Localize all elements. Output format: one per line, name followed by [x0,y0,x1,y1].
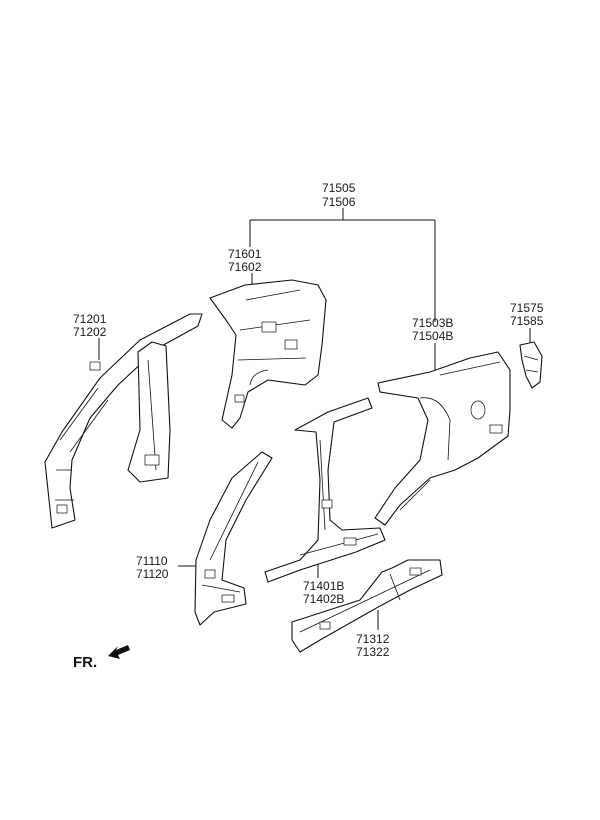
part-number-71201: 71201 [73,312,107,326]
part-number-71575: 71575 [510,301,544,315]
part-number-71506: 71506 [322,195,356,209]
part-number-71312: 71312 [356,632,390,646]
part-number-71505: 71505 [322,181,356,195]
part-71110-front-pillar [194,451,273,626]
front-direction-indicator: FR. [73,645,130,671]
part-number-71602: 71602 [228,260,262,274]
part-71601-inner-quarter [209,279,327,429]
part-71401b-center-pillar [264,397,386,583]
part-number-71585: 71585 [510,314,544,328]
part-number-71503b: 71503B [412,316,453,330]
front-direction-label: FR. [73,654,97,671]
part-71312-side-sill [291,559,443,653]
part-number-71402b: 71402B [303,592,344,606]
front-arrow-icon [108,645,130,659]
part-number-71110: 71110 [136,554,168,568]
part-number-71504b: 71504B [412,329,453,343]
part-number-71401b: 71401B [303,579,344,593]
part-number-71601: 71601 [228,247,262,261]
part-number-71202: 71202 [73,325,107,339]
part-number-71120: 71120 [136,567,169,581]
part-71201-roof-rail-inner [44,313,203,529]
part-number-71322: 71322 [356,645,390,659]
part-71575-bracket [519,341,543,389]
part-number-labels: 71505 71506 71601 71602 71201 71202 7150… [73,181,544,659]
bracket-71505-leader [249,208,436,372]
part-71503b-outer-quarter [374,351,511,526]
